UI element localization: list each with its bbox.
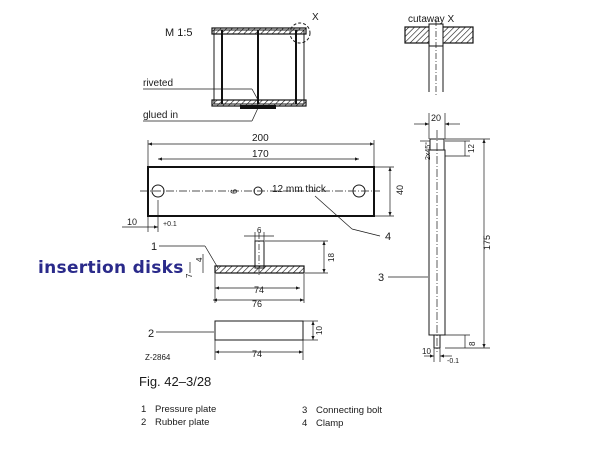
plate-dia-inner: 74 — [254, 285, 264, 295]
plate-dia-outer: 76 — [252, 299, 262, 309]
legend-number: 1 — [141, 404, 147, 415]
clamp-height: 40 — [395, 185, 405, 195]
legend-item: 4 Clamp — [302, 418, 343, 429]
legend-item: 3 Connecting bolt — [302, 405, 382, 416]
legend-item: 2 Rubber plate — [141, 417, 209, 428]
rubber-plate-view: 2 10 74 Z-2864 — [145, 320, 324, 362]
legend-label: Connecting bolt — [316, 405, 383, 416]
bolt-view: 20 2x45° 12 175 8 10 -0.1 3 — [378, 113, 492, 365]
plate-thickness-b: 7 — [185, 273, 194, 278]
assembly-view: M 1:5 X riveted glued in — [143, 12, 319, 122]
bolt-chamfer: 2x45° — [424, 142, 432, 160]
clamp-part-number: 4 — [385, 231, 391, 243]
detail-marker: X — [312, 12, 319, 23]
clamp-hole-spacing: 170 — [252, 149, 269, 160]
bolt-head-length: 12 — [467, 144, 476, 153]
bolt-dia: 20 — [431, 113, 441, 123]
clamp-thickness-note: 12 mm thick — [272, 184, 327, 195]
rubber-plate-dia: 74 — [252, 349, 262, 359]
cutaway-label: cutaway X — [408, 14, 454, 25]
clamp-length: 200 — [252, 133, 269, 144]
pin-height: 18 — [327, 253, 336, 262]
clamp-edge: 10 — [127, 217, 137, 227]
bolt-tip-dia: 10 — [422, 347, 431, 356]
legend-label: Pressure plate — [155, 404, 217, 415]
clamp-view: 200 170 6 12 mm thick 4 40 10 +0.1 — [122, 133, 405, 243]
legend-number: 2 — [141, 417, 147, 428]
drawing-code: Z-2864 — [145, 353, 171, 362]
clamp-tolerance: +0.1 — [163, 221, 177, 228]
insertion-disks-callout: insertion disks — [38, 258, 184, 278]
scale-label: M 1:5 — [165, 27, 193, 39]
pressure-plate-part-number: 1 — [151, 241, 157, 253]
legend-number: 3 — [302, 405, 308, 416]
cutaway-detail: cutaway X — [404, 14, 474, 95]
legend-label: Rubber plate — [155, 417, 210, 428]
note-glued: glued in — [143, 110, 178, 121]
plate-thickness-a: 4 — [195, 257, 204, 262]
bolt-length: 175 — [482, 235, 492, 250]
figure-caption: Fig. 42–3/28 — [139, 374, 212, 389]
note-riveted: riveted — [143, 78, 173, 89]
bolt-tip-tolerance: -0.1 — [447, 358, 459, 365]
pin-dia: 6 — [257, 226, 262, 235]
legend-item: 1 Pressure plate — [141, 404, 216, 415]
legend-label: Clamp — [316, 418, 344, 429]
rubber-plate-thickness: 10 — [315, 326, 324, 335]
bolt-end-length: 8 — [468, 341, 477, 346]
legend-number: 4 — [302, 418, 308, 429]
clamp-hole-dia: 6 — [229, 189, 239, 194]
pressure-plate-view: 6 18 4 7 74 76 1 — [151, 226, 336, 309]
rubber-plate-part-number: 2 — [148, 328, 154, 340]
bolt-part-number: 3 — [378, 272, 384, 284]
